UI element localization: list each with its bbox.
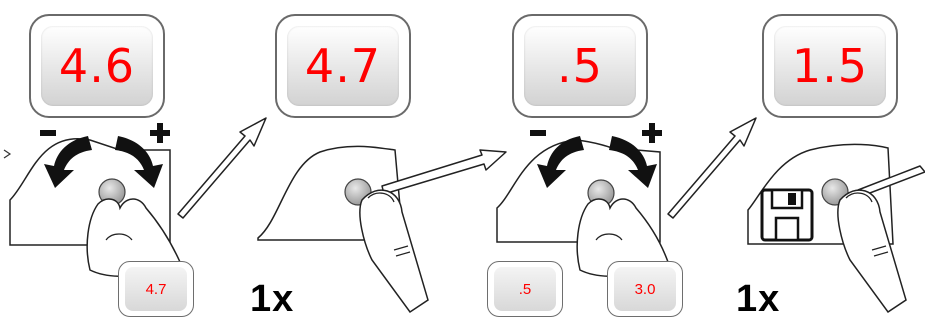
mini-display-3.0: 3.0 xyxy=(607,261,683,317)
mini-display-screen: 3.0 xyxy=(614,267,676,311)
mini-display-screen: 4.7 xyxy=(125,267,187,311)
display-value: 4.7 xyxy=(304,39,382,93)
display-value: 1.5 xyxy=(791,39,869,93)
display-screen: .5 xyxy=(524,26,636,106)
display-screen: 4.7 xyxy=(287,26,399,106)
rotate-right-arrow-icon xyxy=(609,136,657,188)
mini-display-value: 4.7 xyxy=(145,280,167,298)
display-step-3: .5 xyxy=(512,14,648,118)
display-screen: 4.6 xyxy=(41,26,153,106)
display-screen: 1.5 xyxy=(774,26,886,106)
repeat-count-step-2: 1x xyxy=(250,278,295,320)
minus-icon xyxy=(40,130,56,136)
finger-icon xyxy=(359,189,429,314)
plus-icon xyxy=(642,123,662,143)
display-value: .5 xyxy=(557,39,603,93)
display-value: 4.6 xyxy=(58,39,136,93)
pointer-arrow-icon xyxy=(381,149,507,195)
display-step-1: 4.6 xyxy=(29,14,165,118)
left-edge-mark xyxy=(3,149,12,159)
mini-display-.5: .5 xyxy=(487,261,563,317)
minus-icon xyxy=(530,130,546,136)
rotate-right-arrow-icon xyxy=(115,136,163,188)
display-step-4: 1.5 xyxy=(762,14,898,118)
pointer-arrow-icon xyxy=(177,117,267,219)
repeat-count-step-4: 1x xyxy=(736,278,781,320)
mini-display-value: 3.0 xyxy=(634,280,656,298)
rotate-left-arrow-icon xyxy=(44,136,92,188)
finger-icon xyxy=(837,189,907,314)
plus-icon xyxy=(150,123,170,143)
mini-display-value: .5 xyxy=(518,280,532,298)
floppy-disk-icon xyxy=(760,188,814,242)
display-step-2: 4.7 xyxy=(275,14,411,118)
pointer-arrow-icon xyxy=(667,117,757,219)
mini-display-4.7: 4.7 xyxy=(118,261,194,317)
mini-display-screen: .5 xyxy=(494,267,556,311)
rotate-left-arrow-icon xyxy=(537,136,584,188)
